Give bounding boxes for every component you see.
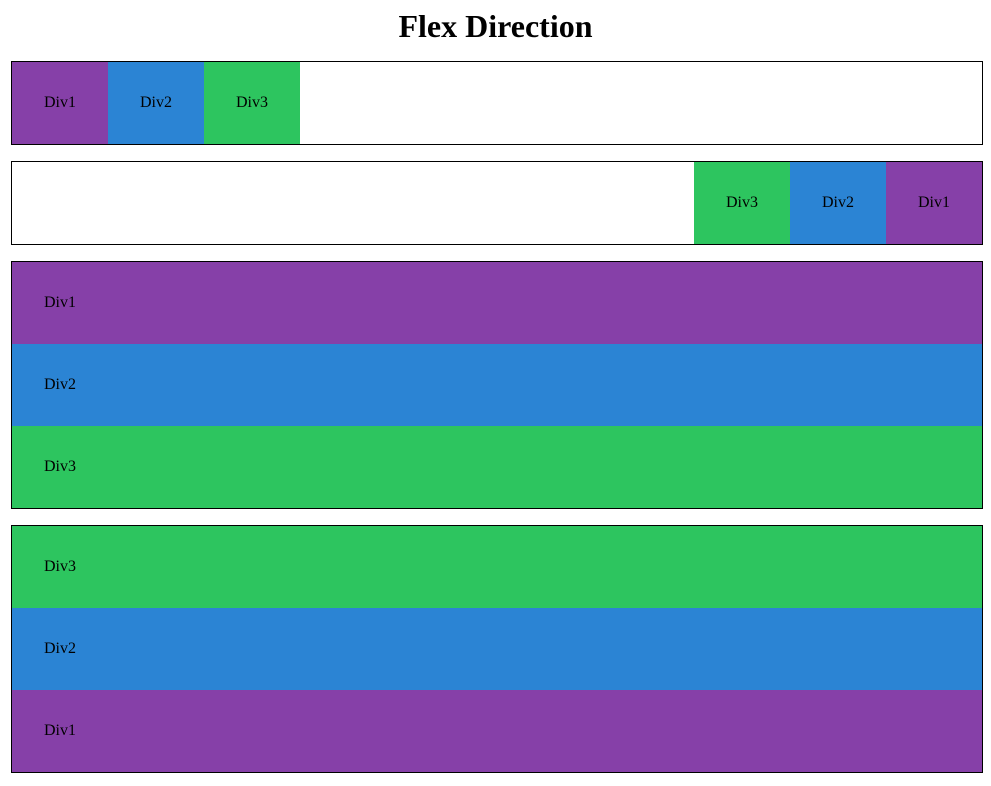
div1-box: Div1 [12,262,982,344]
flex-container-row: Div1 Div2 Div3 [11,61,983,145]
div2-box: Div2 [790,162,886,244]
flex-container-row-reverse: Div1 Div2 Div3 [11,161,983,245]
flex-container-column: Div1 Div2 Div3 [11,261,983,509]
div1-box: Div1 [12,690,982,772]
page-title: Flex Direction [398,8,593,44]
div2-box: Div2 [12,608,982,690]
div1-box: Div1 [886,162,982,244]
flex-container-column-reverse: Div1 Div2 Div3 [11,525,983,773]
div1-box: Div1 [12,62,108,144]
div3-box: Div3 [694,162,790,244]
div2-box: Div2 [108,62,204,144]
div2-box: Div2 [12,344,982,426]
div3-box: Div3 [12,426,982,508]
div3-box: Div3 [204,62,300,144]
div3-box: Div3 [12,526,982,608]
